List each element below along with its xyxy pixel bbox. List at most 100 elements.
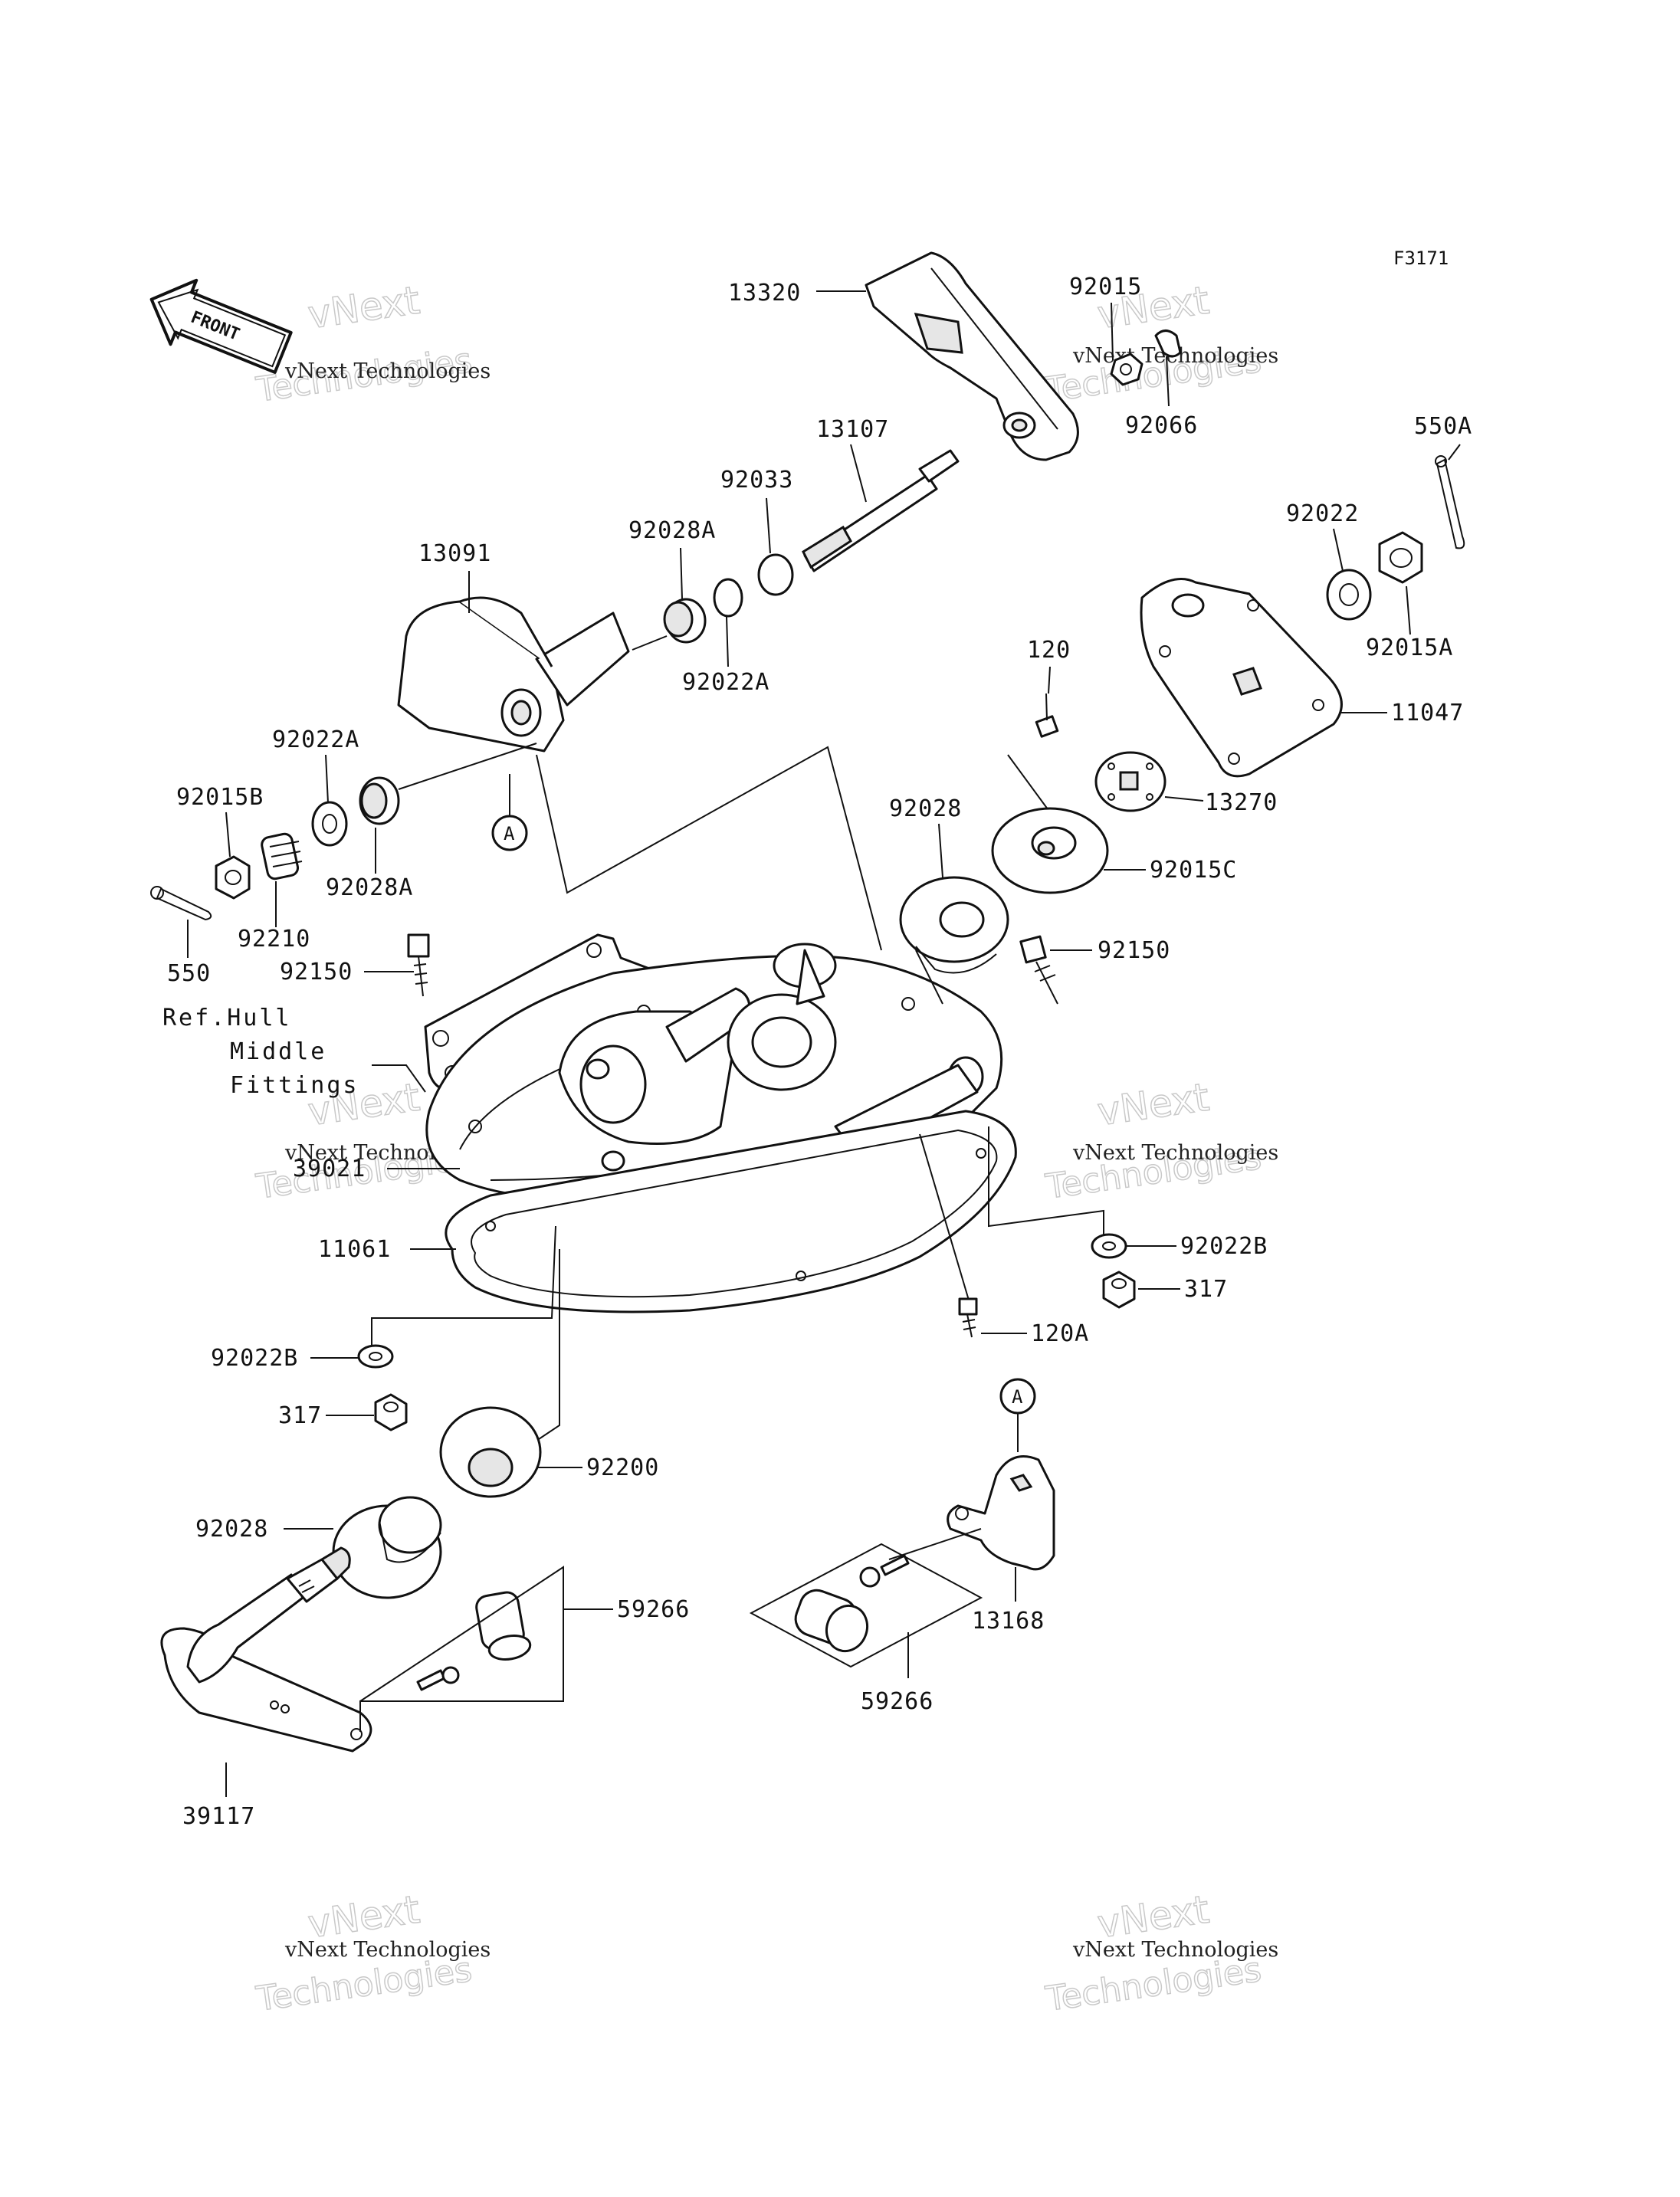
leader-line <box>536 1249 560 1441</box>
callout-13091: 13091 <box>418 540 491 567</box>
ref-note-line-1: Ref.Hull <box>162 1005 292 1031</box>
part-59266-joint <box>416 1591 532 1691</box>
part-317-nut <box>1102 1271 1136 1309</box>
watermark-company: vNext Technologies <box>1072 1938 1278 1962</box>
leader-line <box>371 1225 556 1345</box>
callout-120: 120 <box>1027 637 1071 664</box>
figure-code: F3171 <box>1393 248 1449 269</box>
leader-line <box>1048 666 1051 694</box>
leader-line <box>1406 585 1411 635</box>
part-92150-bolt <box>407 933 430 997</box>
leader-line <box>536 746 882 951</box>
watermark-company: vNext Technologies <box>284 1938 491 1962</box>
callout-92015A: 92015A <box>1366 635 1453 661</box>
part-550A-cotter-pin <box>1435 455 1465 549</box>
part-59266-joint <box>794 1554 910 1653</box>
callout-11061: 11061 <box>318 1236 391 1263</box>
part-92066-clip <box>1154 330 1182 358</box>
part-92210-fitting <box>261 832 303 880</box>
leader-line <box>919 1133 970 1303</box>
part-92015C-rubber <box>991 807 1109 894</box>
callout-92150-left: 92150 <box>280 959 353 985</box>
ref-marker-a: A <box>491 774 528 851</box>
part-13091-housing <box>397 596 630 753</box>
callout-92015B: 92015B <box>176 784 264 811</box>
callout-92066: 92066 <box>1125 412 1198 439</box>
part-11061-gasket <box>445 1110 1017 1313</box>
part-92150-bolt <box>1019 935 1058 1005</box>
leader-line <box>1111 302 1114 361</box>
part-92022A-washer <box>713 578 743 618</box>
callout-92015: 92015 <box>1069 274 1142 300</box>
part-13270-disc <box>1094 751 1166 812</box>
part-92028A-bushing <box>663 598 707 644</box>
leader-line <box>398 743 537 790</box>
callout-92028-left: 92028 <box>195 1516 268 1543</box>
callout-13320: 13320 <box>728 280 801 307</box>
part-550-cotter-pin <box>150 886 212 921</box>
leader-line <box>766 497 771 554</box>
part-92015-nut <box>1110 353 1144 386</box>
leader-line <box>372 1064 426 1093</box>
leader-line <box>1166 356 1170 407</box>
part-13168-bracket <box>947 1455 1055 1571</box>
callout-317-right: 317 <box>1184 1276 1228 1303</box>
leader-line <box>915 949 943 1005</box>
callout-92150-right: 92150 <box>1098 937 1170 964</box>
leader-line <box>988 1126 1104 1245</box>
part-120A-bolt <box>958 1297 978 1338</box>
part-92015A-nut <box>1378 531 1423 584</box>
callout-92022A-top: 92022A <box>682 669 769 696</box>
ref-marker-a-label: A <box>1012 1386 1023 1408</box>
leader-line <box>850 444 867 503</box>
callout-13270: 13270 <box>1205 789 1278 816</box>
part-92028A-bushing <box>359 776 400 825</box>
leader-line <box>680 547 683 600</box>
ref-marker-a-label: A <box>504 823 515 844</box>
part-13320-handle <box>865 251 1079 461</box>
callout-92028-right: 92028 <box>889 795 962 822</box>
callout-11047: 11047 <box>1391 700 1464 726</box>
callout-92022B-right: 92022B <box>1180 1233 1268 1260</box>
callout-13107: 13107 <box>816 416 889 443</box>
callout-120A: 120A <box>1031 1320 1089 1347</box>
leader-line <box>726 616 729 667</box>
part-92028-rubber <box>899 876 1009 974</box>
part-92022A-washer <box>311 801 348 847</box>
callout-92015C: 92015C <box>1150 857 1237 884</box>
callout-13168: 13168 <box>972 1608 1045 1635</box>
watermark-word-1: vNext <box>305 278 422 338</box>
callout-92022B-left: 92022B <box>211 1345 298 1372</box>
callout-92022: 92022 <box>1286 500 1359 527</box>
part-92033-clip <box>757 553 794 596</box>
part-317-nut <box>374 1393 408 1431</box>
callout-550A: 550A <box>1414 413 1472 440</box>
callout-92028A-left: 92028A <box>326 874 413 901</box>
leader-line <box>225 812 231 857</box>
watermark: vNext Technologies <box>1042 1074 1264 1208</box>
part-11047-bracket <box>1140 578 1343 778</box>
ref-note-line-2: Middle <box>230 1038 326 1065</box>
leader-line <box>938 823 943 878</box>
callout-92022A-left: 92022A <box>272 726 359 753</box>
leader-line <box>359 1566 564 1732</box>
callout-92028A-top: 92028A <box>628 517 716 544</box>
leader-line <box>1333 528 1344 572</box>
leader-line <box>749 1543 983 1668</box>
leader-line <box>888 1528 982 1560</box>
callout-92200: 92200 <box>586 1454 659 1481</box>
part-92200-washer <box>439 1406 542 1498</box>
leader-line <box>1164 796 1204 802</box>
part-39117-lever <box>160 1546 372 1753</box>
part-120-bolt <box>1035 693 1059 738</box>
callout-39117: 39117 <box>182 1803 255 1830</box>
leader-line <box>325 754 329 804</box>
watermark-company: vNext Technologies <box>284 359 491 383</box>
part-92028-rubber <box>332 1496 442 1599</box>
part-92022B-washer <box>357 1344 394 1369</box>
callout-59266-right: 59266 <box>861 1688 934 1715</box>
ref-marker-a: A <box>999 1378 1036 1452</box>
part-92022B-washer <box>1091 1233 1127 1259</box>
part-13107-shaft <box>802 449 960 572</box>
